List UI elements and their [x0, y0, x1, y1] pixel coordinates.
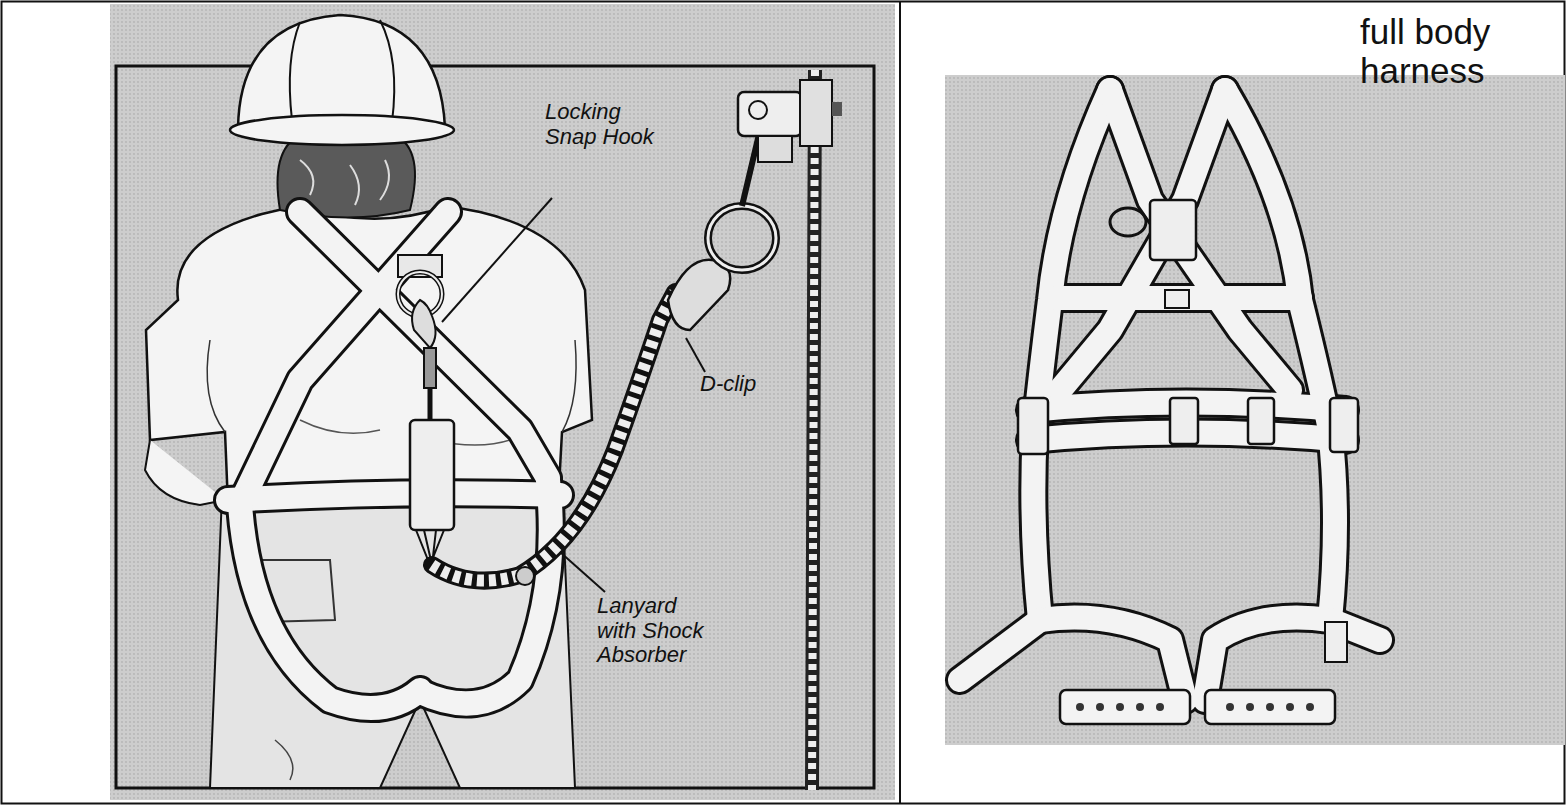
- panel-divider: [899, 2, 901, 803]
- right-panel: [945, 75, 1565, 745]
- callout-label: D-clip: [700, 372, 790, 397]
- title-label: full body harness: [1360, 12, 1560, 90]
- left-panel: [110, 4, 895, 800]
- callout-label: Lanyard with Shock Absorber: [597, 594, 721, 668]
- callout-label: Locking Snap Hook: [545, 100, 655, 149]
